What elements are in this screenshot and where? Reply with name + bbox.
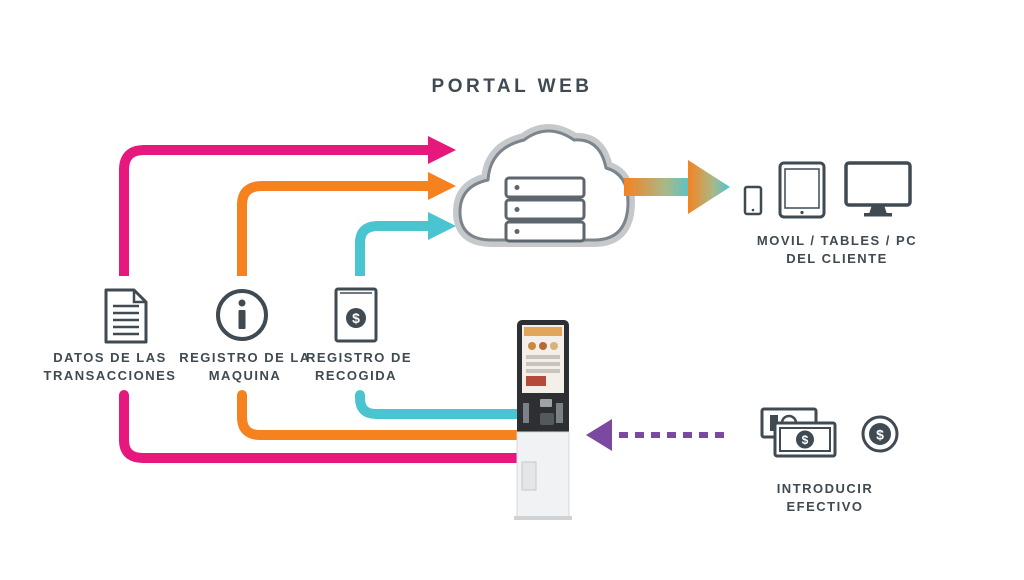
banknotes-icon: $ <box>760 407 837 458</box>
cash-input-arrow <box>586 419 724 451</box>
machine-log-label: REGISTRO DE LA MAQUINA <box>172 349 318 385</box>
coin-icon: $ <box>861 415 899 453</box>
transactions-label: DATOS DE LAS TRANSACCIONES <box>30 349 190 385</box>
portal-web-title: PORTAL WEB <box>431 76 593 97</box>
client-devices-label: MOVIL / TABLES / PC DEL CLIENTE <box>722 232 952 268</box>
cash-input-label-line1: INTRODUCIR <box>776 481 874 496</box>
machine-log-label-line2: MAQUINA <box>208 368 282 383</box>
client-devices-label-line1: MOVIL / TABLES / PC <box>756 233 918 248</box>
desktop-monitor-icon <box>844 161 912 217</box>
machine-log-flow-arrow <box>237 172 525 440</box>
dollar-book-icon: $ <box>334 287 378 343</box>
payment-kiosk <box>514 320 572 520</box>
mobile-phone-icon <box>743 185 763 216</box>
machine-log-label-line1: REGISTRO DE LA <box>179 350 311 365</box>
info-icon <box>216 289 268 341</box>
tablet-icon <box>778 161 826 219</box>
svg-text:$: $ <box>802 433 809 447</box>
transactions-label-line1: DATOS DE LAS <box>53 350 167 365</box>
collection-log-label: REGISTRO DE RECOGIDA <box>306 349 413 385</box>
cash-input-label-line2: EFECTIVO <box>786 499 864 514</box>
collection-log-label-line1: REGISTRO DE <box>306 350 413 365</box>
transactions-label-line2: TRANSACCIONES <box>43 368 177 383</box>
svg-text:$: $ <box>876 427 884 443</box>
collection-log-label-line2: RECOGIDA <box>314 368 398 383</box>
transactions-flow-arrow <box>119 136 525 463</box>
output-flow-arrow <box>624 160 730 214</box>
client-devices-label-line2: DEL CLIENTE <box>786 251 888 266</box>
cash-input-label: INTRODUCIR EFECTIVO <box>750 480 900 516</box>
svg-text:$: $ <box>352 310 360 326</box>
collection-log-flow-arrow <box>355 212 525 419</box>
document-icon <box>104 288 148 344</box>
cloud-server-icon <box>453 124 635 247</box>
